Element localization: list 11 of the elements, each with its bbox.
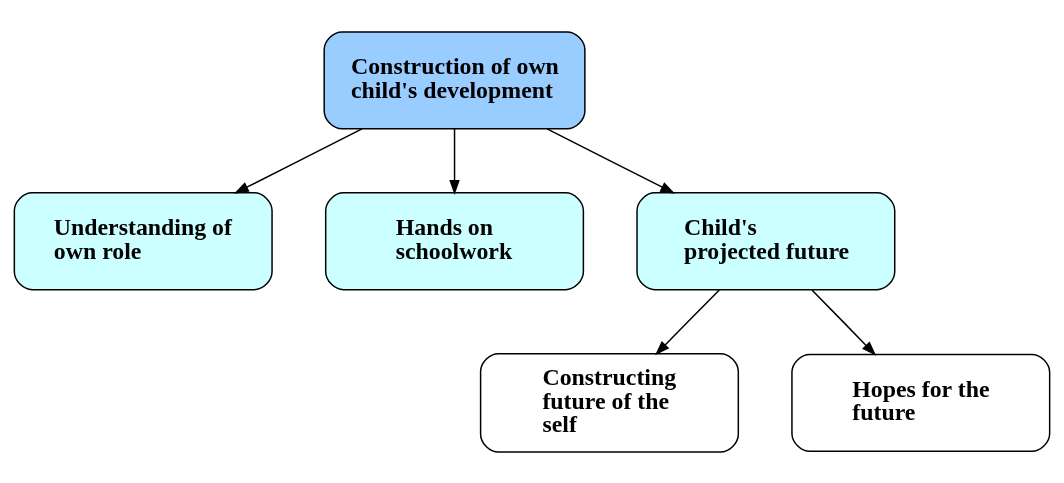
node-box: Construction of own child's development xyxy=(323,30,586,130)
arrow xyxy=(449,127,460,195)
arrow xyxy=(233,127,363,194)
node-box: Understanding of own role xyxy=(13,191,273,290)
node-box: Hopes for the future xyxy=(791,353,1051,452)
arrow xyxy=(811,288,877,356)
node-box: Hands on schoolwork xyxy=(324,191,585,290)
node-box: Constructing future of the self xyxy=(479,352,740,453)
node-box: Child's projected future xyxy=(636,191,896,290)
arrow xyxy=(655,288,721,355)
arrow xyxy=(546,127,676,194)
